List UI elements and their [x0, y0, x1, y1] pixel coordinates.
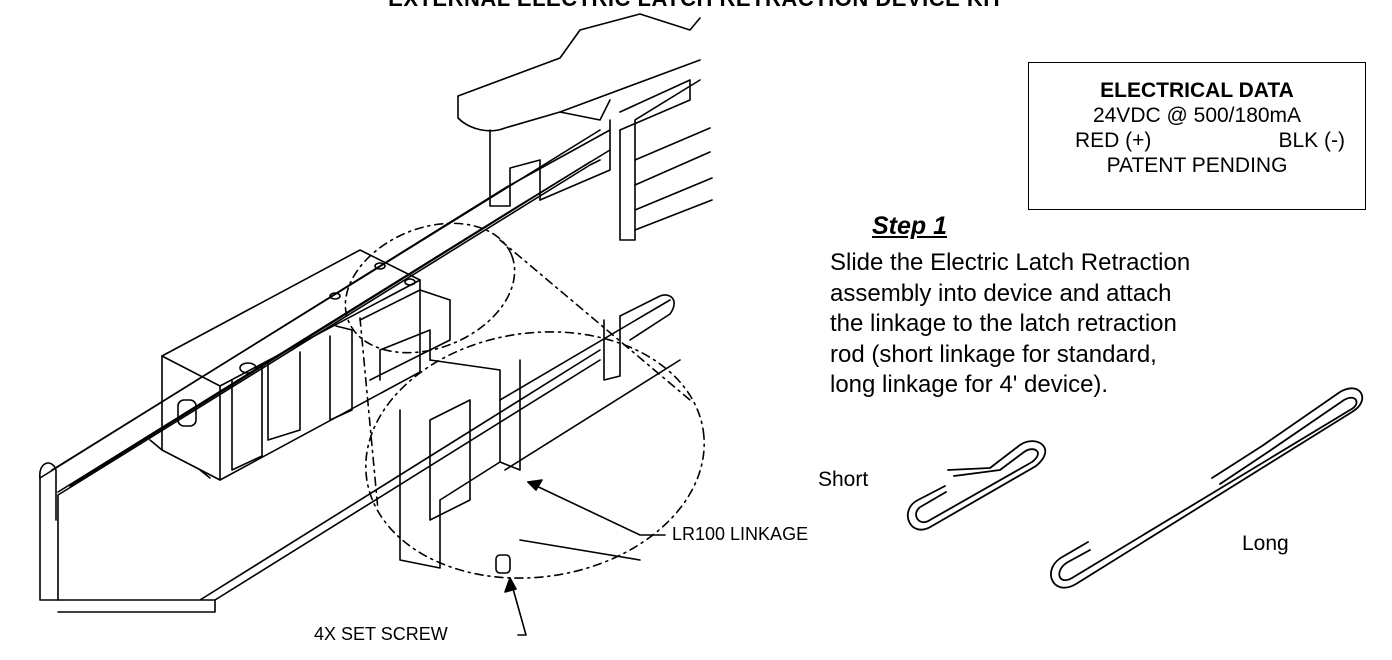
patent-note: PATENT PENDING	[1106, 154, 1288, 177]
step-line: the linkage to the latch retraction	[830, 310, 1177, 337]
motor-assembly	[149, 249, 451, 481]
leader-lines	[504, 479, 666, 636]
short-linkage-label: Short	[818, 468, 869, 491]
positive-wire: RED (+)	[1075, 129, 1152, 152]
step-line: rod (short linkage for standard,	[830, 340, 1157, 368]
bracket-housing	[457, 13, 713, 241]
magnified-detail	[399, 294, 681, 574]
wire-color-row: RED (+) BLK (-)	[1029, 129, 1365, 153]
channel-rail	[39, 129, 611, 613]
electrical-data-box: ELECTRICAL DATA 24VDC @ 500/180mA RED (+…	[1028, 62, 1366, 210]
electrical-rating: 24VDC @ 500/180mA	[1092, 104, 1302, 127]
step-title: Step 1	[872, 212, 948, 240]
step-line: Slide the Electric Latch Retraction	[830, 249, 1191, 276]
step-line: long linkage for 4' device).	[830, 371, 1109, 398]
page-title: EXTERNAL ELECTRIC LATCH RETRACTION DEVIC…	[0, 0, 1392, 12]
long-linkage-icon	[1050, 387, 1364, 589]
long-linkage-label: Long	[1242, 532, 1289, 555]
negative-wire: BLK (-)	[1278, 129, 1345, 152]
zoom-callout	[344, 222, 705, 579]
electrical-data-heading: ELECTRICAL DATA	[1100, 79, 1294, 102]
short-linkage-icon	[906, 440, 1047, 531]
set-screw-callout: 4X SET SCREW	[314, 624, 448, 644]
step-instructions: Slide the Electric Latch Retraction asse…	[830, 248, 1370, 401]
step-line: assembly into device and attach	[830, 279, 1172, 307]
linkage-callout: LR100 LINKAGE	[672, 524, 809, 544]
